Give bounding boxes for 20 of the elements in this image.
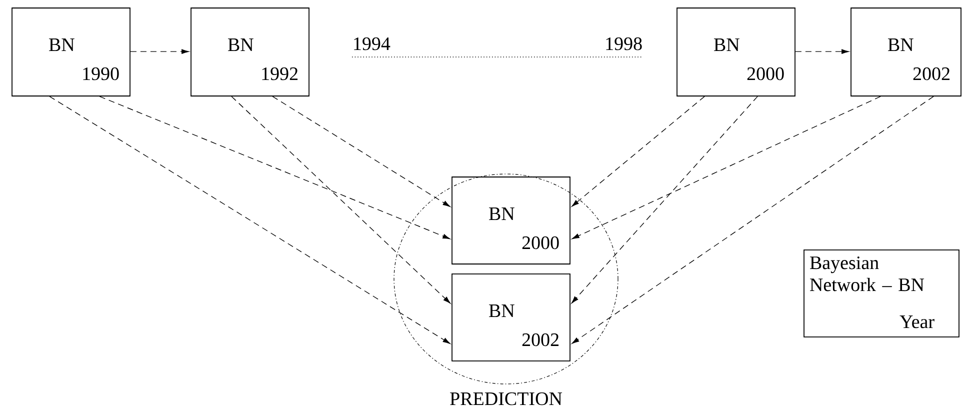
network-box: BN 2000	[676, 8, 796, 96]
arrow	[272, 96, 450, 207]
network-box: BN 2002	[850, 8, 962, 96]
arrow	[49, 96, 450, 344]
arrow	[572, 96, 934, 344]
arrow	[572, 96, 705, 207]
arrow	[571, 96, 758, 304]
network-box: BN 1992	[190, 8, 310, 96]
arrow	[795, 49, 849, 54]
year-label: 1994	[354, 37, 390, 50]
network-box: BN 1990	[12, 8, 130, 96]
network-box: BN 2002	[452, 274, 570, 362]
arrow	[231, 96, 451, 304]
node-label: PREDICTION	[450, 392, 562, 406]
arrow	[99, 96, 450, 240]
arrow	[572, 96, 881, 240]
key-box: Bayesian Network – BN Year	[804, 250, 960, 338]
year-label: 1998	[606, 37, 642, 50]
network-box: BN 2000	[452, 176, 570, 264]
arrow	[130, 49, 189, 54]
